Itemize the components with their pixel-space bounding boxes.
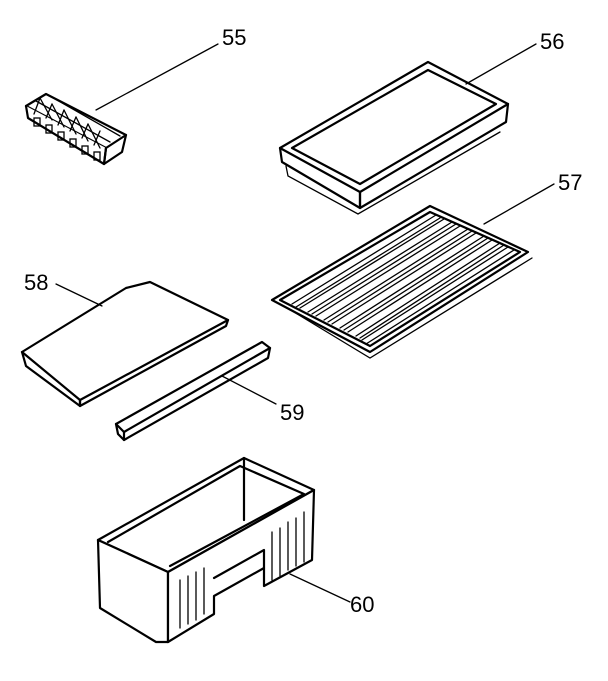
- callout-60: 60: [350, 592, 374, 617]
- leader-line-55: [95, 43, 219, 111]
- leader-line-56: [465, 43, 537, 85]
- ice-cube-tray: [24, 92, 128, 166]
- leader-line-58: [55, 283, 103, 307]
- callout-55: 55: [222, 25, 246, 50]
- storage-bin: [96, 456, 316, 644]
- tray: [278, 60, 510, 215]
- shelf-plate: [20, 280, 230, 408]
- callout-59: 59: [280, 400, 304, 425]
- callout-57: 57: [558, 170, 582, 195]
- callout-56: 56: [540, 29, 564, 54]
- wire-rack: [270, 204, 533, 359]
- trim-strip: [114, 340, 272, 442]
- leader-line-57: [483, 183, 555, 225]
- leader-line-60: [289, 573, 351, 603]
- leader-line-59: [221, 375, 277, 405]
- callout-58: 58: [24, 270, 48, 295]
